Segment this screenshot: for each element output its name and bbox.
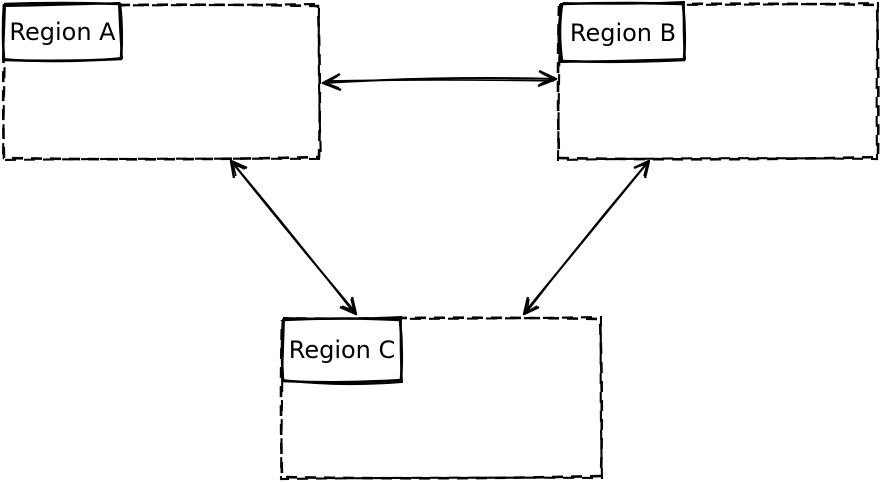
arrow-a-b-shaft-overdraw bbox=[324, 79, 555, 82]
region-c-label-box-border bbox=[280, 317, 404, 384]
arrow-a-b-left-arrowhead bbox=[321, 72, 342, 92]
region-a-border-overdraw bbox=[1, 2, 323, 162]
region-b-label-box-border bbox=[558, 1, 687, 64]
arrow-a-b-left-arrowhead-overdraw bbox=[325, 75, 340, 89]
region-b-boundary bbox=[556, 1, 880, 162]
region-a-label-box bbox=[1, 1, 124, 63]
arrow-a-c-shaft-overdraw bbox=[232, 162, 355, 314]
region-b-border-overdraw bbox=[556, 1, 880, 162]
region-c-border-overdraw bbox=[279, 315, 604, 481]
arrow-a-c-top-arrowhead bbox=[229, 159, 248, 179]
region-c-boundary bbox=[279, 315, 604, 481]
region-c-label-box bbox=[280, 315, 404, 386]
arrow-b-c-bottom-arrowhead bbox=[522, 296, 540, 316]
arrow-a-b-shaft bbox=[323, 77, 556, 85]
arrow-region-a-region-b bbox=[321, 69, 558, 92]
arrow-b-c-top-arrowhead-overdraw bbox=[635, 163, 648, 177]
arrow-a-c-bottom-arrowhead-overdraw bbox=[341, 298, 355, 312]
arrow-a-b-right-arrowhead bbox=[537, 69, 558, 88]
region-a-label-box-overdraw bbox=[1, 1, 124, 63]
arrow-region-a-region-c bbox=[229, 159, 358, 316]
arrow-region-b-region-c bbox=[522, 159, 651, 316]
region-a-boundary bbox=[1, 2, 323, 162]
arrow-a-c-bottom-arrowhead bbox=[339, 296, 358, 316]
arrow-a-b-right-arrowhead-overdraw bbox=[539, 72, 554, 85]
region-b-label-box bbox=[557, 0, 687, 64]
region-c-label-box-overdraw bbox=[280, 315, 404, 386]
arrow-b-c-shaft-overdraw bbox=[525, 162, 648, 314]
region-b-label-box-overdraw bbox=[557, 0, 687, 64]
region-a-label-box-border bbox=[1, 1, 124, 63]
arrow-b-c-bottom-arrowhead-overdraw bbox=[526, 298, 538, 313]
arrow-a-c-top-arrowhead-overdraw bbox=[232, 163, 246, 177]
